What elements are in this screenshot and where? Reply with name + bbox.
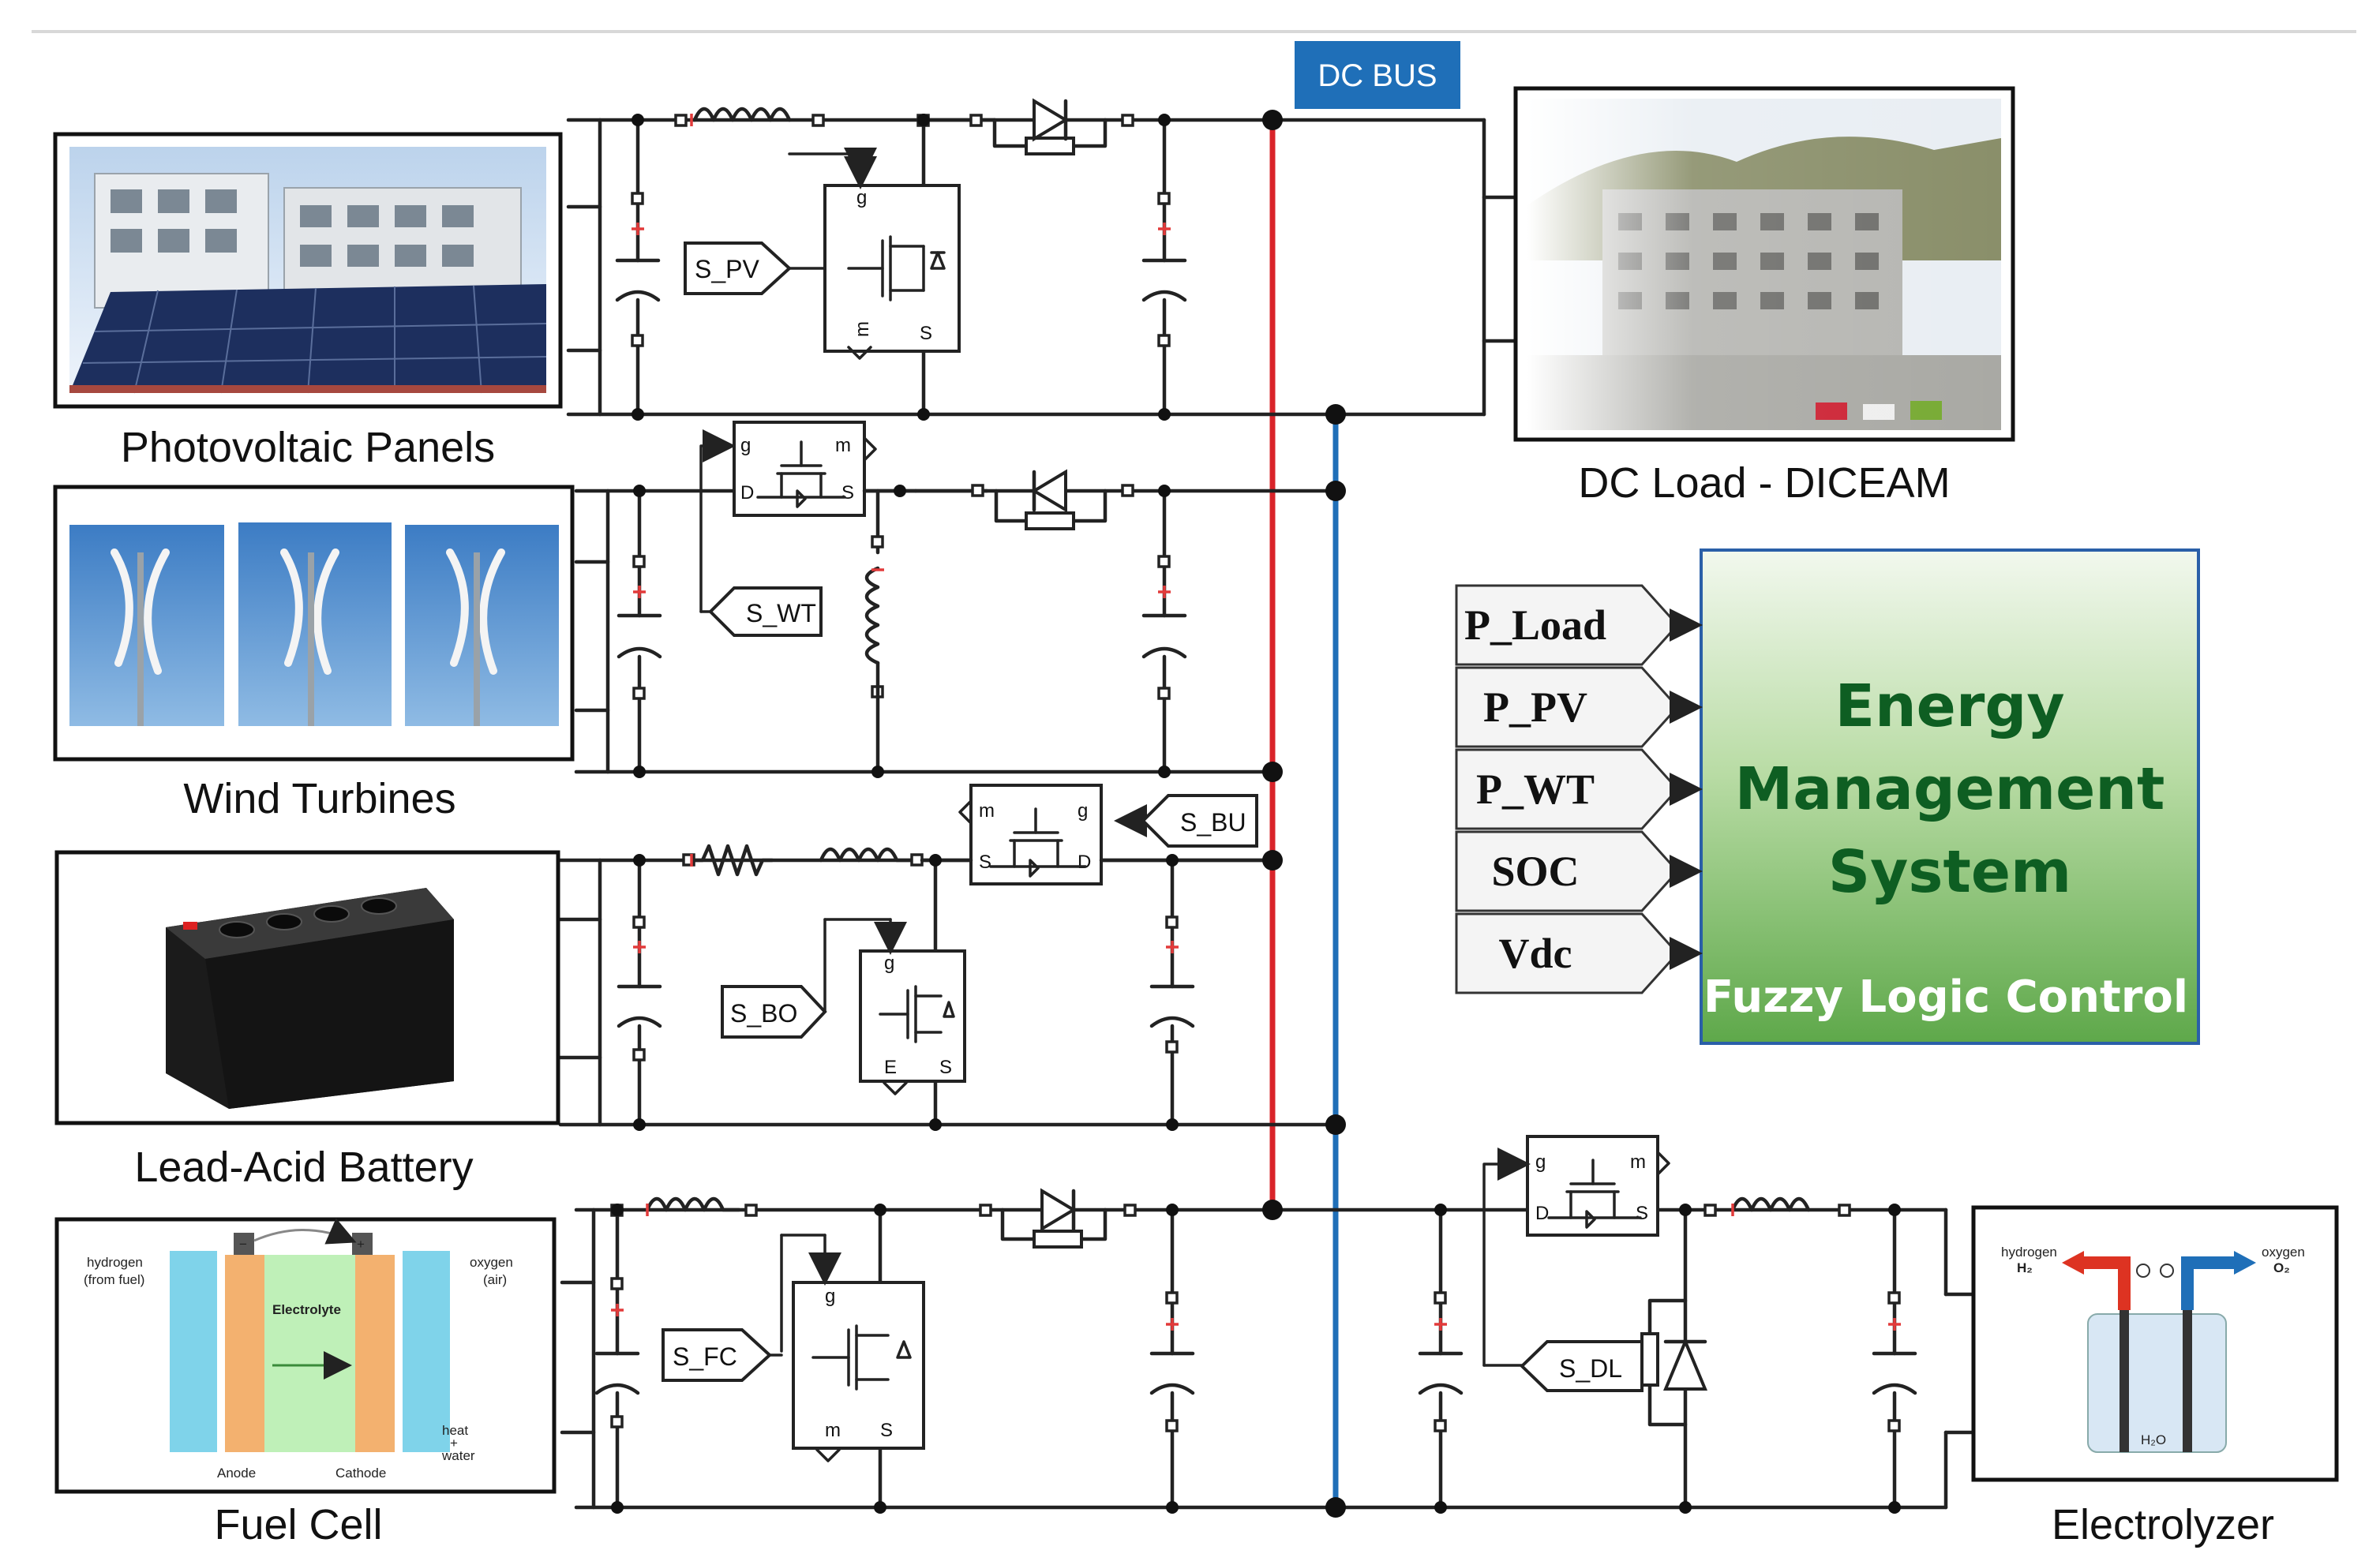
ems-block: Energy Management System Fuzzy Logic Con… (1700, 548, 2200, 1045)
svg-text:g: g (856, 187, 867, 208)
wt-mosfet-block (733, 421, 866, 517)
dc-load-picture (1513, 86, 2015, 442)
battery-label: Lead-Acid Battery (134, 1144, 473, 1191)
pv-label: Photovoltaic Panels (121, 424, 495, 471)
el-o2-label: O₂ (2273, 1260, 2290, 1275)
svg-text:S: S (880, 1420, 893, 1441)
gate-tag-s-bo-label: S_BO (730, 999, 797, 1028)
ems-input-label: P_WT (1476, 766, 1595, 813)
svg-text:S: S (979, 852, 991, 873)
svg-text:S: S (1636, 1203, 1648, 1224)
fc-mosfet-block (792, 1281, 925, 1450)
ems-title-line-2: Management (1735, 755, 2165, 823)
pv-panels-picture (53, 132, 563, 409)
ems-input-tag: P_WT (1455, 748, 1703, 830)
fc-electrolyte-label: Electrolyte (272, 1302, 341, 1317)
dc-load-label: DC Load - DICEAM (1578, 459, 1950, 507)
ems-title-line-1: Energy (1835, 672, 2064, 740)
fc-anode-label: Anode (217, 1466, 256, 1481)
ems-input-tag-shape (1455, 912, 1680, 994)
battery-picture (54, 850, 560, 1125)
svg-text:m: m (835, 435, 851, 456)
ems-input-tag: P_Load (1455, 584, 1703, 666)
gate-tag-s-bo (721, 985, 827, 1039)
ems-title-line-3: System (1828, 838, 2071, 906)
gate-tag-s-fc-label: S_FC (673, 1342, 737, 1371)
el-oxygen-label: oxygen (2262, 1245, 2305, 1260)
svg-text:+: + (357, 1237, 365, 1252)
svg-text:g: g (884, 953, 894, 974)
svg-text:S: S (841, 482, 854, 504)
wind-label: Wind Turbines (183, 775, 455, 822)
gate-tag-s-dl-label: S_DL (1559, 1354, 1622, 1383)
ems-input-label: P_PV (1483, 683, 1587, 731)
svg-text:S: S (920, 323, 932, 344)
svg-text:D: D (740, 482, 754, 504)
gate-tag-s-wt (708, 586, 823, 637)
ems-input-tag-shape (1455, 584, 1680, 666)
gate-tag-s-fc (662, 1328, 772, 1382)
svg-text:g: g (740, 435, 751, 456)
fuel-cell-picture: − + hydrogen (from fuel) oxygen (air) El… (54, 1217, 557, 1494)
dc-bus-tag (1295, 41, 1460, 109)
svg-text:g: g (1535, 1151, 1546, 1173)
svg-text:m: m (852, 321, 873, 337)
gate-tag-s-pv-label: S_PV (695, 255, 759, 283)
fc-from-fuel-label: (from fuel) (84, 1272, 144, 1287)
pv-converter: g m S S_PV (566, 98, 1518, 425)
el-h2o-label: H₂O (2141, 1432, 2166, 1447)
svg-text:m: m (979, 800, 995, 822)
svg-text:−: − (239, 1237, 247, 1252)
el-h2-label: H₂ (2017, 1260, 2033, 1275)
gate-tag-s-bu (1141, 794, 1258, 848)
dc-bus-label: DC BUS (1317, 58, 1437, 93)
dc-bus: DC BUS (1269, 41, 1460, 1507)
electrolyzer-label: Electrolyzer (2052, 1501, 2274, 1548)
svg-text:g: g (825, 1286, 835, 1307)
electrolyzer-picture: hydrogen H₂ oxygen O₂ H₂O (1971, 1205, 2339, 1482)
electrolyzer-converter: g m D S S_DL (1418, 1135, 1976, 1514)
fc-cathode-label: Cathode (335, 1466, 386, 1481)
fc-air-label: (air) (483, 1272, 507, 1287)
ems-input-tag-shape (1455, 748, 1680, 830)
ems-input-tag-shape (1455, 666, 1680, 748)
fc-hydrogen-label: hydrogen (87, 1255, 143, 1270)
svg-text:g: g (1078, 800, 1088, 822)
ems-input-tag: Vdc (1455, 912, 1703, 994)
svg-text:D: D (1078, 852, 1091, 873)
gate-tag-s-wt-label: S_WT (746, 599, 816, 627)
el-hydrogen-label: hydrogen (2001, 1245, 2057, 1260)
ems-input-tag: P_PV (1455, 666, 1703, 748)
svg-text:D: D (1535, 1203, 1549, 1224)
fc-water-label: water (441, 1448, 475, 1463)
fc-heat-label: heat (442, 1423, 468, 1438)
svg-text:m: m (1630, 1151, 1646, 1173)
fc-oxygen-label: oxygen (470, 1255, 513, 1270)
battery-converter: m g S D S_BU g E S S_BO (558, 784, 1346, 1135)
ems-input-label: P_Load (1464, 601, 1606, 649)
wind-turbines-picture (53, 485, 575, 762)
gate-tag-s-pv (684, 241, 792, 295)
svg-text:S: S (939, 1057, 952, 1078)
fc-plus-label: + (450, 1436, 458, 1451)
gate-tag-s-dl (1520, 1340, 1644, 1392)
fuel-cell-label: Fuel Cell (214, 1501, 382, 1548)
ems-input-label: SOC (1491, 848, 1579, 895)
svg-text:E: E (884, 1057, 897, 1078)
ems-input-label: Vdc (1499, 930, 1572, 977)
ems-subtitle: Fuzzy Logic Control (1703, 972, 2188, 1023)
wind-converter: g m D S S_WT (574, 421, 1346, 782)
fuel-cell-converter: g m S S_FC (560, 1188, 1948, 1518)
ems-input-tag: SOC (1455, 830, 1703, 912)
ems-input-tag-shape (1455, 830, 1680, 912)
gate-tag-s-bu-label: S_BU (1180, 808, 1246, 837)
svg-text:m: m (825, 1420, 841, 1441)
